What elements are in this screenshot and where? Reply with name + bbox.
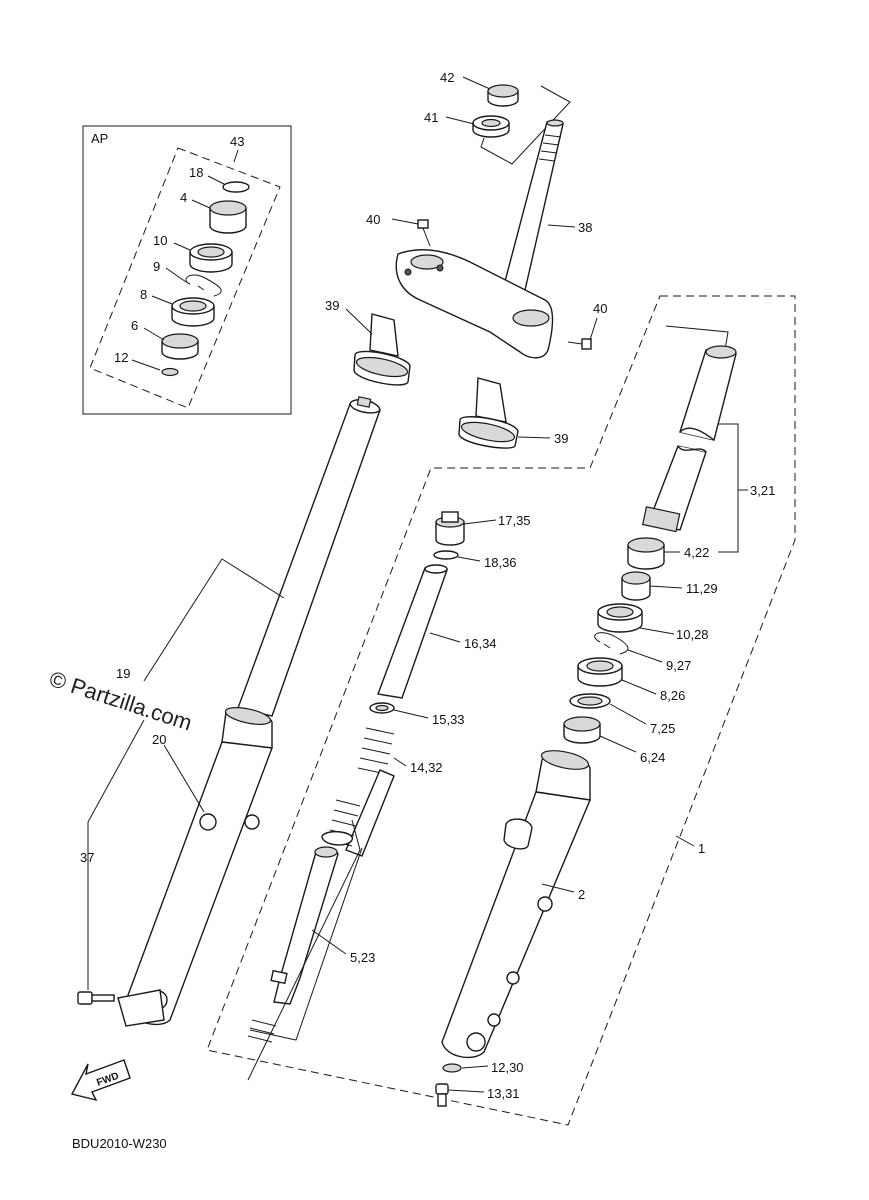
part-17-35-cap-bolt[interactable] — [435, 511, 465, 546]
callout-6: 6 — [131, 318, 138, 333]
left-fork-assembly: 19 20 37 — [77, 396, 381, 1027]
callout-19: 19 — [116, 666, 130, 681]
ap-part-6-washer[interactable] — [161, 333, 199, 360]
callout-13-31: 13,31 — [487, 1086, 520, 1101]
callout-20: 20 — [152, 732, 166, 747]
callout-3-21: 3,21 — [750, 483, 775, 498]
part-19-inner-tube[interactable] — [237, 396, 381, 717]
callout-42: 42 — [440, 70, 454, 85]
part-6-24-washer[interactable] — [563, 716, 601, 744]
callout-17-35: 17,35 — [498, 513, 531, 528]
part-9-27-clip[interactable] — [594, 632, 629, 655]
callout-40-upper: 40 — [366, 212, 380, 227]
ap-part-4-bushing[interactable] — [209, 200, 247, 234]
ap-part-9-clip[interactable] — [185, 274, 222, 297]
callout-4-22: 4,22 — [684, 545, 709, 560]
callout-39-left: 39 — [325, 298, 339, 313]
callout-38: 38 — [578, 220, 592, 235]
part-13-31-bolt[interactable] — [435, 1083, 449, 1107]
callout-9: 9 — [153, 259, 160, 274]
ap-kit-box: AP 43 18 — [82, 125, 292, 415]
steering-stem-assembly: 42 41 40 38 40 — [366, 70, 607, 359]
callout-9-27: 9,27 — [666, 658, 691, 673]
ap-box-label: AP — [91, 131, 108, 146]
callout-41: 41 — [424, 110, 438, 125]
part-18-36-o-ring[interactable] — [433, 550, 459, 560]
callout-8-26: 8,26 — [660, 688, 685, 703]
callout-40-right: 40 — [593, 301, 607, 316]
part-2-outer-tube[interactable] — [441, 747, 591, 1059]
callout-8: 8 — [140, 287, 147, 302]
callout-5-23: 5,23 — [350, 950, 375, 965]
outer-tube-parts: 3,21 4,22 11,29 10,28 9,27 8,26 7,25 6,2… — [435, 325, 775, 1107]
part-39-cover-left[interactable] — [353, 313, 411, 386]
part-3-21-inner-tube[interactable] — [641, 345, 737, 533]
part-16-34-spacer[interactable] — [377, 564, 448, 699]
part-rebound-spring-lower[interactable] — [247, 1019, 277, 1043]
part-39-cover-right[interactable] — [458, 377, 519, 449]
ap-part-12-gasket[interactable] — [161, 367, 179, 377]
fwd-arrow-icon: FWD — [70, 1059, 131, 1102]
callout-10-28: 10,28 — [676, 627, 709, 642]
callout-18: 18 — [189, 165, 203, 180]
part-15-33-washer[interactable] — [369, 702, 395, 714]
part-20-outer-tube[interactable] — [117, 704, 273, 1027]
callout-16-34: 16,34 — [464, 636, 497, 651]
callout-11-29: 11,29 — [686, 581, 718, 596]
callout-2: 2 — [578, 887, 585, 902]
ap-part-18-oil-seal-ring[interactable] — [222, 181, 250, 193]
callout-7-25: 7,25 — [650, 721, 675, 736]
callout-14-32: 14,32 — [410, 760, 443, 775]
callout-37: 37 — [80, 850, 94, 865]
part-40-bolt-upper[interactable] — [417, 219, 431, 247]
callout-43: 43 — [230, 134, 244, 149]
callout-12: 12 — [114, 350, 128, 365]
callout-12-30: 12,30 — [491, 1060, 524, 1075]
part-38-steering-stem[interactable] — [497, 119, 564, 313]
callout-18-36: 18,36 — [484, 555, 517, 570]
part-41-race[interactable] — [472, 115, 510, 138]
part-40-bolt-right[interactable] — [567, 338, 592, 350]
part-5-23-damper-rod[interactable] — [270, 846, 339, 1005]
callout-39-right: 39 — [554, 431, 568, 446]
part-42-bearing[interactable] — [487, 84, 519, 107]
inner-damper-parts: 17,35 18,36 16,34 15,33 14,32 5,23 — [247, 511, 531, 1081]
callout-15-33: 15,33 — [432, 712, 465, 727]
callout-6-24: 6,24 — [640, 750, 665, 765]
ap-part-10-dust-seal[interactable] — [189, 243, 233, 273]
part-piston-ring[interactable] — [321, 830, 353, 846]
part-under-bracket[interactable] — [395, 249, 554, 359]
part-12-30-gasket[interactable] — [442, 1063, 462, 1073]
diagram-code: BDU2010-W230 — [72, 1136, 167, 1151]
part-11-29-bushing[interactable] — [621, 571, 651, 601]
callout-1: 1 — [698, 841, 705, 856]
callout-10: 10 — [153, 233, 167, 248]
part-37-bolt[interactable] — [77, 991, 115, 1005]
callout-4: 4 — [180, 190, 187, 205]
part-10-28-dust-seal[interactable] — [597, 603, 643, 633]
part-8-26-oil-seal[interactable] — [577, 657, 623, 687]
ap-part-8-oil-seal[interactable] — [171, 297, 215, 327]
part-14-32-rebound-spring[interactable] — [327, 727, 395, 857]
part-4-22-bushing[interactable] — [627, 537, 665, 570]
part-7-25-washer[interactable] — [569, 693, 611, 709]
